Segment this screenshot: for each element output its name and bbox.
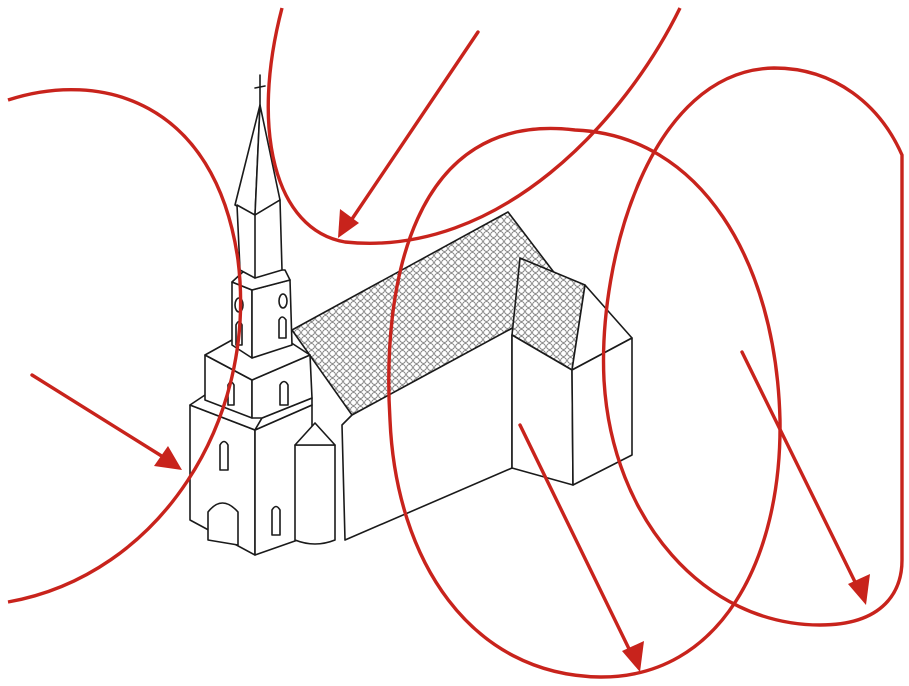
arrow-top-icon <box>338 32 478 238</box>
spire-drum <box>237 200 282 278</box>
belfry-window-2 <box>279 317 286 338</box>
tower-window-2 <box>272 507 280 536</box>
stair-turret <box>295 445 335 544</box>
tower-window-1 <box>220 442 228 471</box>
tower-door <box>208 503 238 545</box>
belfry-oculus-2 <box>279 294 287 308</box>
wave-curve-right <box>604 68 902 625</box>
arrow-right-icon <box>742 352 870 605</box>
cross-bar <box>255 86 265 88</box>
church-building <box>190 75 632 555</box>
wave-curve-top <box>268 8 680 243</box>
arrow-left-icon <box>32 375 182 470</box>
tower-middle-window-2 <box>280 382 288 406</box>
